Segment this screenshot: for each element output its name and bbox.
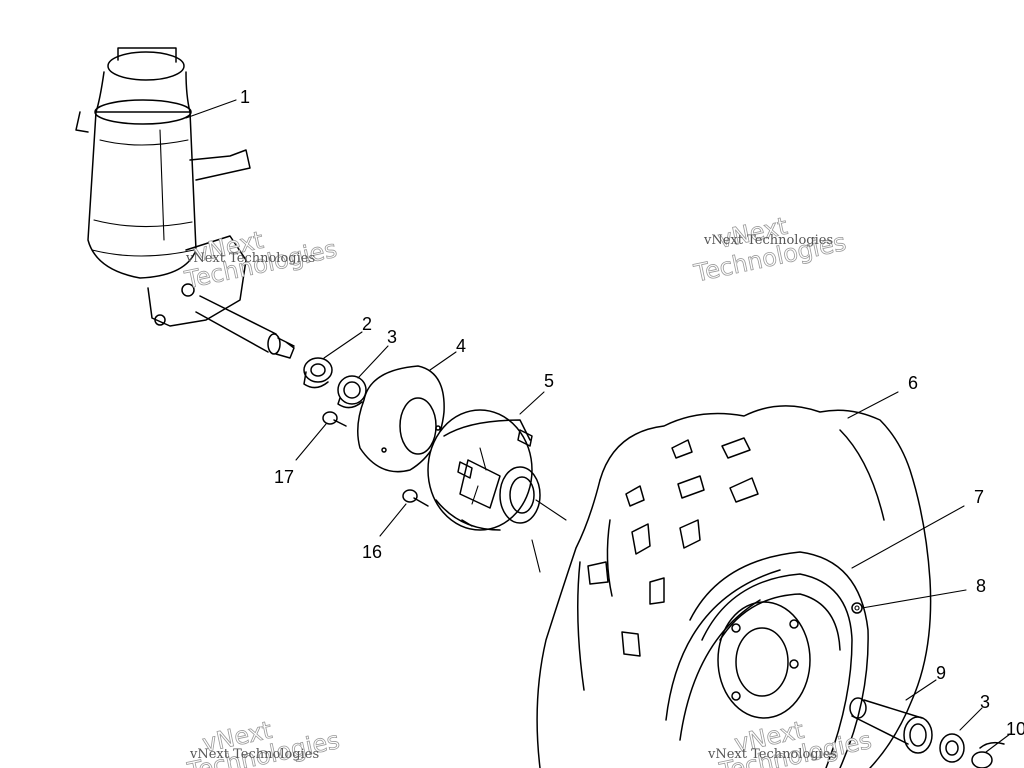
callout-7: 7	[974, 487, 984, 507]
watermark-top-left: vNext Technologies vNext Technologies	[181, 226, 339, 295]
callout-17: 17	[274, 467, 294, 487]
svg-text:vNext Technologies: vNext Technologies	[703, 233, 833, 248]
callout-8: 8	[976, 576, 986, 596]
callout-1: 1	[240, 87, 250, 107]
watermark-bottom-right: vNext Technologies vNext Technologies	[707, 716, 874, 768]
callout-3-second: 3	[980, 692, 990, 712]
part-5-hub	[427, 409, 567, 573]
callout-3: 3	[387, 327, 397, 347]
part-17-stud	[322, 411, 347, 427]
part-6-tire	[536, 405, 932, 768]
leader-lines	[185, 99, 1011, 753]
part-16-stud	[402, 489, 429, 507]
callout-9: 9	[936, 663, 946, 683]
watermark-top-right: vNext Technologies vNext Technologies	[691, 212, 849, 289]
part-1-knuckle	[75, 47, 295, 359]
part-8-lug-nut	[851, 602, 863, 614]
part-3-bearing-second	[939, 733, 965, 763]
callout-6: 6	[908, 373, 918, 393]
callout-10: 10	[1006, 719, 1024, 739]
part-9-spacer	[849, 697, 933, 754]
part-10-nut	[971, 741, 1005, 768]
callout-4: 4	[456, 336, 466, 356]
watermark-bottom-left: vNext Technologies vNext Technologies	[184, 716, 342, 768]
part-3-bearing	[337, 375, 367, 409]
svg-text:vNext Technologies: vNext Technologies	[707, 747, 837, 762]
callout-5: 5	[544, 371, 554, 391]
callout-2: 2	[362, 314, 372, 334]
part-2-seal	[303, 357, 333, 389]
callout-16: 16	[362, 542, 382, 562]
svg-text:vNext Technologies: vNext Technologies	[189, 747, 319, 762]
svg-text:vNext Technologies: vNext Technologies	[185, 251, 315, 266]
